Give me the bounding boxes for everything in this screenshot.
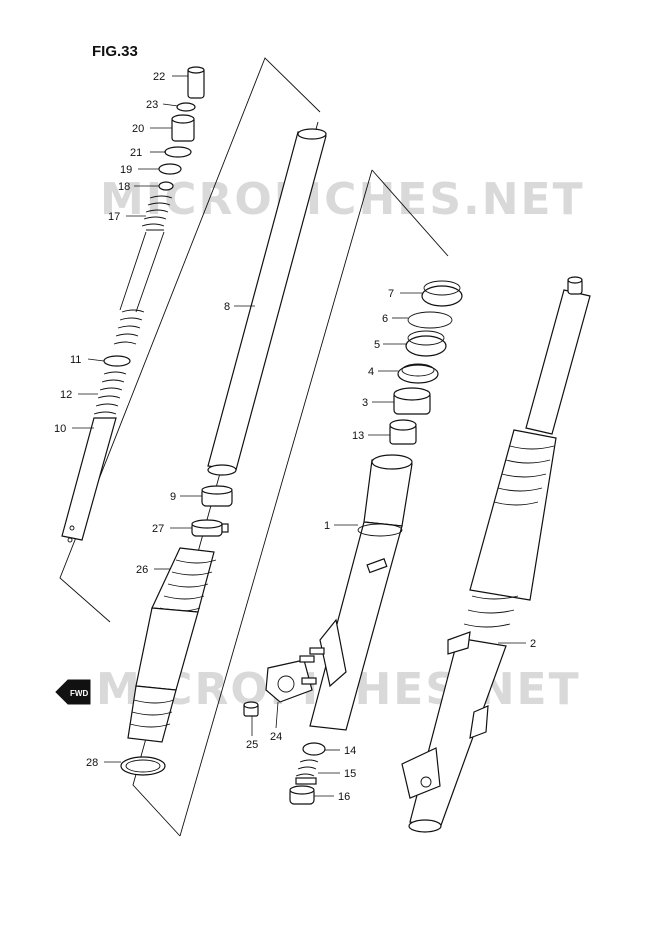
- part-11-ring: [103, 355, 131, 367]
- callout-17: 17: [108, 211, 120, 223]
- watermark-top: MICROFICHES.NET: [100, 174, 585, 225]
- callout-21: 21: [130, 147, 142, 159]
- part-24-axle-holder: [265, 647, 325, 703]
- part-21-washer: [164, 146, 192, 158]
- part-23-oring: [176, 102, 196, 112]
- part-2-fork-assembly: [401, 276, 591, 833]
- callout-18: 18: [118, 181, 130, 193]
- part-19-seat: [158, 163, 182, 175]
- part-12-rebound-spring: [93, 371, 127, 415]
- part-15-drain-bolt: [295, 759, 319, 785]
- part-14-washer: [302, 742, 326, 756]
- part-5-seal: [405, 330, 447, 357]
- part-8-inner-tube: [207, 128, 327, 476]
- part-7-oil-seal: [421, 280, 463, 307]
- part-9-bushing: [201, 485, 233, 507]
- callout-10: 10: [54, 423, 66, 435]
- callout-27: 27: [152, 523, 164, 535]
- callout-25: 25: [246, 739, 258, 751]
- part-1-outer-tube: [309, 454, 413, 731]
- callout-4: 4: [368, 366, 374, 378]
- part-rod-shaft: [119, 231, 165, 313]
- callout-22: 22: [153, 71, 165, 83]
- callout-12: 12: [60, 389, 72, 401]
- part-22-bolt: [187, 66, 205, 99]
- callout-19: 19: [120, 164, 132, 176]
- callout-8: 8: [224, 301, 230, 313]
- part-6-stopper-ring: [407, 311, 453, 329]
- part-13-bushing: [389, 419, 417, 445]
- callout-9: 9: [170, 491, 176, 503]
- callout-labels: 22 23 20 21 19 18 17 11 12 10 8 9 27 26 …: [54, 71, 536, 803]
- part-28-clamp: [120, 756, 166, 776]
- callout-5: 5: [374, 339, 380, 351]
- part-20-cap: [171, 114, 195, 142]
- part-4-washer: [397, 363, 439, 384]
- callout-leaders: [72, 75, 526, 797]
- part-18-stopper: [158, 181, 174, 191]
- callout-3: 3: [362, 397, 368, 409]
- callout-26: 26: [136, 564, 148, 576]
- callout-2: 2: [530, 638, 536, 650]
- part-26-fork-boot: [127, 547, 217, 743]
- callout-7: 7: [388, 288, 394, 300]
- callout-28: 28: [86, 757, 98, 769]
- callout-23: 23: [146, 99, 158, 111]
- callout-13: 13: [352, 430, 364, 442]
- part-spring-middle: [113, 309, 145, 345]
- part-25-nut: [243, 701, 259, 717]
- callout-16: 16: [338, 791, 350, 803]
- part-10-damper-rod: [61, 417, 117, 543]
- fwd-label: FWD: [70, 689, 88, 698]
- callout-1: 1: [324, 520, 330, 532]
- part-27-clamp: [191, 519, 229, 537]
- figure-title: FIG.33: [92, 43, 138, 60]
- callout-14: 14: [344, 745, 356, 757]
- part-3-bushing: [393, 387, 431, 415]
- callout-20: 20: [132, 123, 144, 135]
- part-17-spring-top: [141, 195, 173, 231]
- part-16-cap: [289, 785, 315, 805]
- callout-11: 11: [70, 354, 81, 366]
- callout-24: 24: [270, 731, 282, 743]
- fwd-badge: FWD: [55, 679, 91, 705]
- callout-15: 15: [344, 768, 356, 780]
- callout-6: 6: [382, 313, 388, 325]
- group-outline-inner-tube: [59, 57, 321, 623]
